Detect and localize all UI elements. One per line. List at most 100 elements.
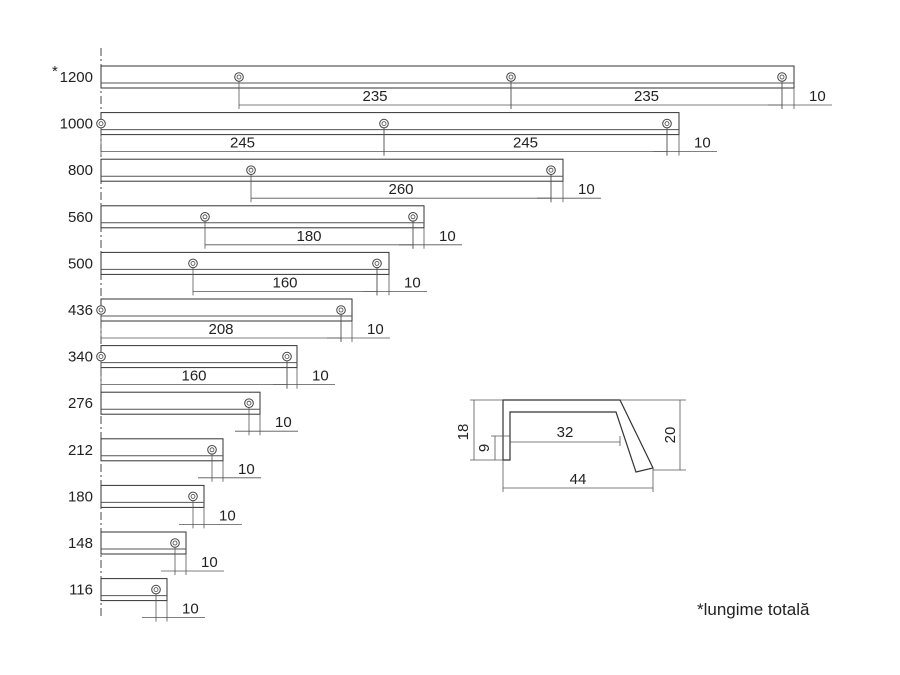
- hole-spacing-label: 245: [513, 135, 538, 152]
- handle-bar: [100, 298, 353, 322]
- handle-length-label: 500: [68, 255, 93, 272]
- hole-spacing-label: 160: [181, 368, 206, 385]
- profile-inner-label: 32: [557, 424, 574, 441]
- mounting-hole-center-icon: [548, 167, 554, 173]
- end-offset-label: 10: [182, 601, 199, 618]
- handle-row-276: 276 10: [68, 391, 298, 436]
- mounting-hole-icon: [546, 165, 556, 175]
- mounting-hole-center-icon: [172, 540, 178, 546]
- mounting-hole-icon: [282, 351, 292, 362]
- mounting-hole-icon: [151, 584, 161, 595]
- mounting-hole-icon: [170, 538, 180, 548]
- mounting-hole-icon: [662, 118, 672, 129]
- end-offset-label: 10: [809, 88, 826, 105]
- footnote-total-length: *lungime totală: [697, 600, 810, 619]
- mounting-hole-icon: [244, 398, 254, 409]
- mounting-hole-icon: [777, 72, 787, 82]
- mounting-hole-icon: [379, 118, 389, 129]
- handle-length-label: 340: [68, 349, 93, 366]
- mounting-hole-center-icon: [284, 354, 290, 360]
- handle-row-1200: 1200* 235 235 10: [52, 63, 832, 109]
- handle-bar: [100, 65, 795, 89]
- handle-length-label: 1200: [60, 69, 93, 86]
- hole-spacing-label: 208: [208, 321, 233, 338]
- mounting-hole-icon: [96, 118, 106, 129]
- mounting-hole-center-icon: [246, 400, 252, 406]
- hole-spacing-label: 260: [388, 181, 413, 198]
- mounting-hole-center-icon: [381, 121, 387, 126]
- mounting-hole-icon: [234, 72, 244, 82]
- hole-spacing-label: 180: [296, 228, 321, 245]
- handle-row-500: 500 160 10: [68, 251, 427, 296]
- handle-length-label: 212: [68, 442, 93, 459]
- mounting-hole-center-icon: [190, 260, 196, 266]
- end-offset-label: 10: [219, 507, 236, 524]
- profile-outline: [502, 399, 654, 473]
- mounting-hole-icon: [207, 445, 217, 455]
- end-offset-label: 10: [404, 274, 421, 291]
- mounting-hole-icon: [96, 351, 106, 362]
- handle-length-label: 1000: [60, 116, 93, 133]
- profile-lip-label: 9: [476, 444, 493, 452]
- handle-bar: [100, 391, 261, 415]
- hole-spacing-label: 245: [230, 135, 255, 152]
- mounting-hole-center-icon: [779, 74, 785, 80]
- mounting-hole-icon: [506, 72, 516, 82]
- mounting-hole-center-icon: [410, 214, 416, 220]
- mounting-hole-icon: [188, 491, 198, 502]
- mounting-hole-center-icon: [153, 587, 159, 592]
- mounting-hole-center-icon: [209, 447, 215, 453]
- mounting-hole-icon: [200, 212, 210, 222]
- end-offset-label: 10: [439, 228, 456, 245]
- hole-spacing-label: 160: [272, 274, 297, 291]
- handle-length-label: 180: [68, 488, 93, 505]
- handle-row-116: 116 10: [69, 578, 205, 622]
- mounting-hole-center-icon: [98, 354, 104, 360]
- handle-length-label: 116: [69, 582, 93, 599]
- mounting-hole-center-icon: [190, 493, 196, 499]
- end-offset-label: 10: [238, 461, 255, 478]
- end-offset-label: 10: [578, 181, 595, 198]
- end-offset-label: 10: [201, 554, 218, 571]
- handle-length-label: 560: [68, 209, 93, 226]
- handle-bar: [100, 112, 680, 136]
- hole-spacing-label: 235: [362, 88, 387, 105]
- profile-depth-label: 20: [662, 427, 679, 444]
- handle-bar: [100, 345, 298, 369]
- handle-row-180: 180 10: [68, 484, 242, 529]
- end-offset-label: 10: [312, 368, 329, 385]
- mounting-hole-center-icon: [236, 74, 242, 80]
- handle-bar: [100, 205, 425, 229]
- mounting-hole-center-icon: [98, 121, 104, 126]
- handle-row-340: 340 160 10: [68, 345, 335, 389]
- handle-row-560: 560 180 10: [68, 205, 462, 249]
- handle-bar: [100, 438, 224, 462]
- end-offset-label: 10: [275, 414, 292, 431]
- handle-row-800: 800 260 10: [68, 158, 601, 203]
- mounting-hole-icon: [372, 258, 382, 269]
- mounting-hole-center-icon: [664, 121, 670, 126]
- handle-bar: [100, 158, 564, 182]
- handle-length-label: 276: [68, 395, 93, 412]
- mounting-hole-center-icon: [338, 307, 344, 313]
- mounting-hole-icon: [408, 212, 418, 222]
- handle-length-label: 800: [68, 162, 93, 179]
- handle-bar: [100, 251, 390, 275]
- profile-height-label: 18: [455, 424, 472, 441]
- mounting-hole-center-icon: [98, 307, 104, 313]
- handle-row-148: 148 10: [68, 531, 224, 575]
- mounting-hole-icon: [188, 258, 198, 269]
- total-length-asterisk: *: [52, 63, 58, 80]
- handle-row-212: 212 10: [68, 438, 261, 482]
- profile-width-label: 44: [570, 471, 587, 488]
- handle-length-label: 148: [68, 535, 93, 552]
- mounting-hole-center-icon: [374, 260, 380, 266]
- mounting-hole-center-icon: [508, 74, 514, 80]
- mounting-hole-center-icon: [202, 214, 208, 220]
- mounting-hole-icon: [336, 305, 346, 315]
- profile-section: 18 9 32 44 20: [455, 399, 686, 492]
- hole-spacing-label: 235: [634, 88, 659, 105]
